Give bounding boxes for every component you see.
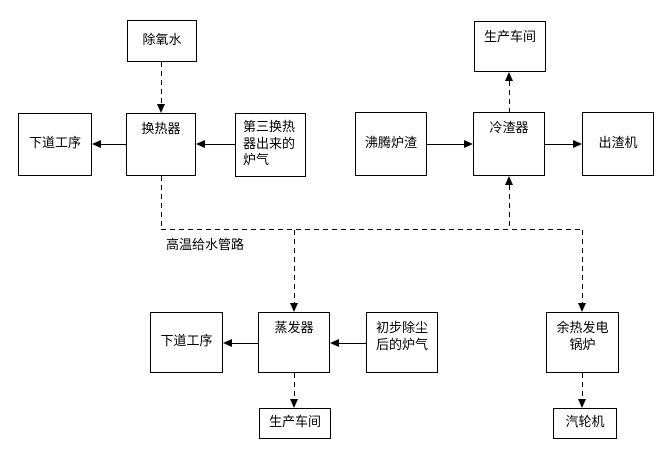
box-waste-heat-boiler-label: 余热发电 锅炉 (556, 321, 609, 353)
line-slagcooler-slagdischarger (545, 144, 573, 145)
box-steam-turbine: 汽轮机 (553, 408, 617, 439)
box-third-exchanger-gas-label: 第三换热 器出来的 炉气 (243, 119, 296, 169)
line-dedustedgas-evaporator (338, 343, 366, 344)
line-boiler-steamturbine (582, 373, 583, 399)
arrowhead-left-icon (92, 140, 101, 148)
arrowhead-up-icon (505, 176, 513, 185)
line-slagcooler-workshop (509, 81, 510, 112)
box-slag-discharger: 出渣机 (582, 112, 654, 176)
box-evaporator-label: 蒸发器 (274, 321, 314, 336)
pipeline-label: 高温给水管路 (166, 238, 245, 253)
box-next-process-bottom: 下道工序 (150, 312, 223, 373)
box-production-workshop-top-label: 生产车间 (483, 30, 536, 45)
box-production-workshop-bottom: 生产车间 (259, 408, 331, 439)
box-heat-exchanger-label: 换热器 (141, 122, 181, 137)
arrowhead-left-icon (223, 339, 232, 347)
line-evaporator-nextprocess (231, 343, 258, 344)
line-pipeline-evaporator (294, 230, 295, 303)
box-dedusted-gas: 初步除尘 后的炉气 (366, 312, 438, 373)
arrowhead-up-icon (505, 72, 513, 81)
arrowhead-down-icon (578, 303, 586, 312)
box-deaerated-water: 除氧水 (127, 20, 197, 62)
line-boilingslag-slagcooler (427, 144, 464, 145)
line-pipeline-slagcooler (509, 185, 510, 230)
arrowhead-left-icon (330, 339, 339, 347)
line-pipeline-wasteheatboiler (582, 230, 583, 303)
box-boiling-slag-label: 沸腾炉渣 (364, 135, 417, 151)
box-production-workshop-top: 生产车间 (474, 21, 546, 72)
arrowhead-right-icon (464, 140, 473, 148)
arrowhead-down-icon (290, 303, 298, 312)
line-evaporator-workshop (294, 373, 295, 399)
box-production-workshop-bottom-label: 生产车间 (268, 415, 321, 431)
box-boiling-slag: 沸腾炉渣 (355, 112, 427, 176)
line-heatexchanger-nextprocess (100, 144, 126, 145)
arrowhead-right-icon (573, 140, 582, 148)
box-next-process-bottom-label: 下道工序 (160, 334, 213, 350)
line-heatexchanger-pipeline (161, 176, 162, 230)
arrowhead-down-icon (157, 104, 165, 113)
line-thirdgas-heatexchanger (204, 144, 235, 145)
arrowhead-left-icon (196, 140, 205, 148)
box-evaporator: 蒸发器 (258, 312, 330, 373)
box-third-exchanger-gas: 第三换热 器出来的 炉气 (235, 113, 306, 177)
line-feedwater-pipeline-trunk (161, 229, 582, 230)
box-slag-cooler: 冷渣器 (473, 112, 545, 176)
box-waste-heat-boiler: 余热发电 锅炉 (546, 312, 619, 373)
box-steam-turbine-label: 汽轮机 (565, 415, 605, 431)
line-deaeratedwater-heatexchanger (161, 62, 162, 104)
arrowhead-down-icon (578, 399, 586, 408)
box-heat-exchanger: 换热器 (126, 113, 196, 176)
box-next-process-top-label: 下道工序 (28, 136, 81, 152)
box-deaerated-water-label: 除氧水 (142, 32, 182, 48)
arrowhead-down-icon (290, 399, 298, 408)
box-next-process-top: 下道工序 (18, 113, 92, 176)
box-slag-cooler-label: 冷渣器 (489, 121, 529, 136)
box-dedusted-gas-label: 初步除尘 后的炉气 (375, 321, 428, 353)
box-slag-discharger-label: 出渣机 (598, 135, 638, 151)
